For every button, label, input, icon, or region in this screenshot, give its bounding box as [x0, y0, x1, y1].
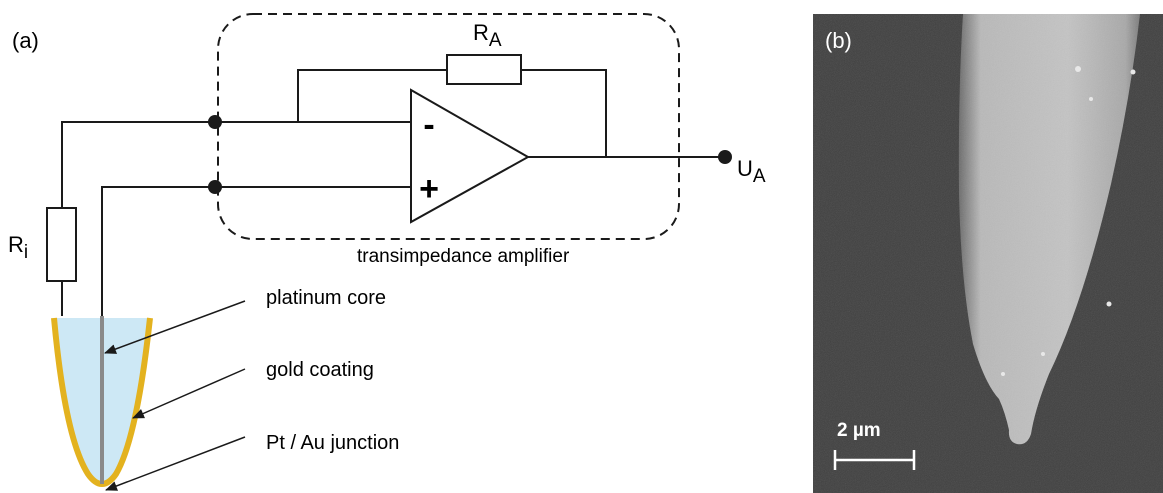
output-terminal-dot [718, 150, 732, 164]
feedback-wire [297, 69, 607, 157]
sem-noise-overlay [813, 14, 1163, 493]
opamp-plus-sign: + [419, 170, 439, 208]
feedback-resistor [446, 54, 522, 85]
input-resistor-label: Ri [8, 232, 28, 263]
core-callout-arrow [104, 300, 246, 354]
junction-callout-arrow [105, 436, 246, 491]
coating-callout-arrow [132, 368, 246, 419]
amplifier-caption: transimpedance amplifier [357, 246, 570, 267]
core-callout-label: platinum core [266, 287, 387, 309]
scale-bar-label: 2 µm [837, 420, 881, 441]
feedback-resistor-label: RA [473, 20, 502, 51]
electrode-circuit-diagram: - + [46, 13, 732, 491]
junction-dot-noninverting [208, 180, 222, 194]
amplifier-boundary [217, 13, 680, 240]
input-resistor [46, 207, 77, 282]
sem-image [813, 14, 1163, 493]
output-voltage-symbol: U [737, 156, 753, 181]
panel-a-label: (a) [12, 28, 39, 53]
inverting-input-wire [61, 121, 411, 208]
noninverting-input-wire [101, 186, 411, 316]
opamp-triangle [410, 88, 531, 224]
feedback-resistor-symbol: R [473, 20, 489, 45]
sem-image-panel: (b) 2 µm [813, 14, 1163, 493]
input-resistor-symbol: R [8, 232, 24, 257]
junction-callout-label: Pt / Au junction [266, 432, 400, 454]
scale-bar [833, 450, 916, 470]
junction-dot-inverting [208, 115, 222, 129]
coating-callout-label: gold coating [266, 359, 374, 381]
opamp-minus-sign: - [423, 106, 434, 144]
output-voltage-label: UA [737, 156, 766, 187]
panel-b-label: (b) [825, 28, 852, 53]
feedback-resistor-subscript: A [488, 30, 502, 51]
surface-particles [1001, 66, 1136, 376]
input-resistor-subscript: i [23, 242, 29, 263]
output-voltage-subscript: A [752, 166, 766, 187]
